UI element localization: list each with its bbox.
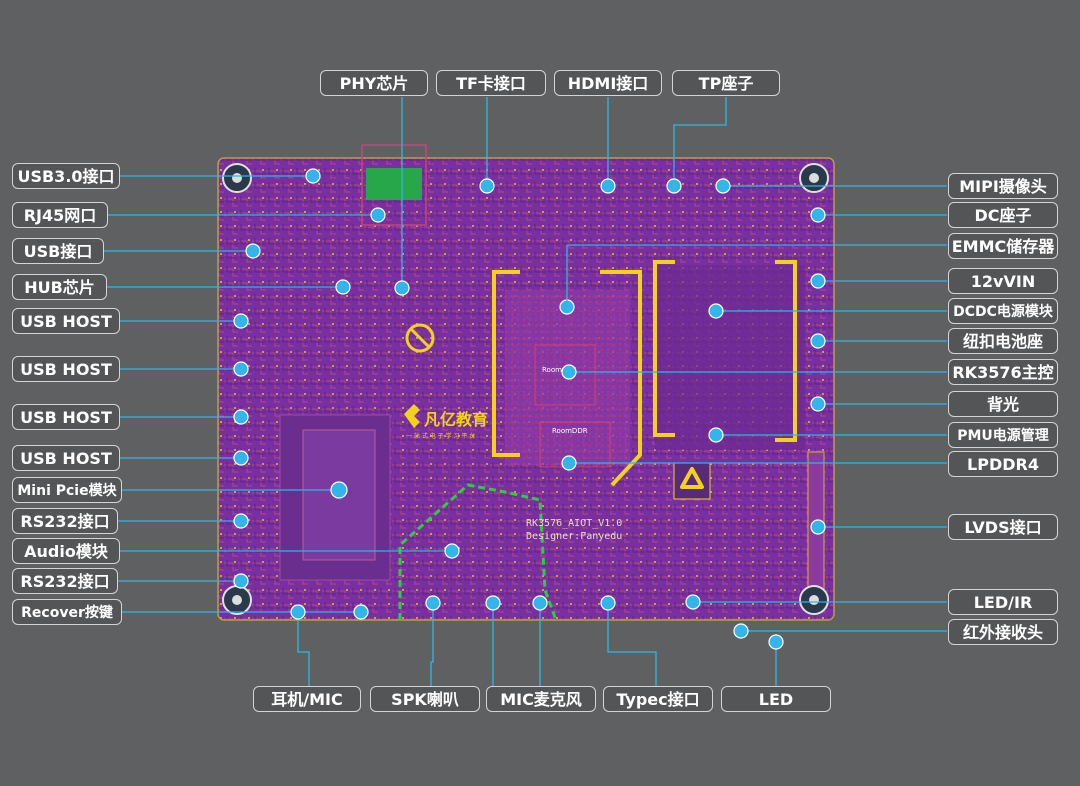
room-cpu-label: RoomCPU	[542, 366, 576, 374]
leader-lines	[103, 97, 947, 686]
label-rk3576: RK3576主控	[948, 359, 1058, 385]
label-audio: Audio模块	[12, 538, 120, 564]
label-usb-port: USB接口	[12, 238, 104, 264]
audio-keepout	[398, 483, 558, 621]
label-ir-receiver: 红外接收头	[948, 619, 1058, 645]
pmu-region	[655, 265, 805, 450]
label-led: LED	[721, 686, 831, 712]
label-rs232-1: RS232接口	[12, 508, 118, 534]
label-rj45: RJ45网口	[12, 202, 108, 228]
callout-markers	[233, 168, 826, 650]
silk-designer: Designer:Fanyedu	[526, 531, 622, 542]
label-coin-battery: 纽扣电池座	[948, 328, 1058, 354]
label-hub-chip: HUB芯片	[12, 274, 107, 300]
label-backlight: 背光	[948, 391, 1058, 417]
label-usb-host-1: USB HOST	[12, 308, 120, 334]
label-earphone-mic: 耳机/MIC	[253, 686, 361, 712]
label-mini-pcie: Mini Pcie模块	[12, 477, 122, 503]
rj45-outline	[361, 144, 427, 226]
logo-icon	[404, 404, 420, 428]
room-ddr-label: RoomDDR	[552, 427, 588, 435]
label-rs232-2: RS232接口	[12, 568, 118, 594]
label-usb-host-4: USB HOST	[12, 445, 120, 471]
label-usb30: USB3.0接口	[12, 163, 120, 189]
label-led-ir: LED/IR	[948, 589, 1058, 615]
room-cpu-box	[534, 344, 596, 406]
label-dc-socket: DC座子	[948, 202, 1058, 228]
no-symbol-icon	[405, 323, 435, 353]
label-typec: Typec接口	[603, 686, 713, 712]
label-mipi-camera: MIPI摄像头	[948, 173, 1058, 199]
silkscreen-outline	[492, 260, 797, 487]
label-dcdc: DCDC电源模块	[948, 298, 1058, 324]
label-lvds: LVDS接口	[948, 514, 1058, 540]
label-tp-socket: TP座子	[672, 70, 780, 96]
label-phy-chip: PHY芯片	[320, 70, 428, 96]
label-emmc: EMMC储存器	[948, 233, 1058, 259]
label-recover-key: Recover按键	[12, 599, 122, 625]
logo-text: 凡亿教育	[424, 410, 488, 429]
rj45-pad	[366, 168, 422, 200]
label-12v-vin: 12vVIN	[948, 268, 1058, 294]
label-mic: MIC麦克风	[486, 686, 596, 712]
recycle-icon	[673, 462, 711, 500]
label-usb-host-3: USB HOST	[12, 404, 120, 430]
label-spk: SPK喇叭	[370, 686, 480, 712]
label-hdmi: HDMI接口	[554, 70, 662, 96]
label-pmu: PMU电源管理	[948, 422, 1058, 448]
label-lpddr4: LPDDR4	[948, 451, 1058, 477]
label-usb-host-2: USB HOST	[12, 356, 120, 382]
logo-subtext: 一 站 式 电 子 学 习 平 台	[406, 432, 475, 440]
label-tf-card: TF卡接口	[436, 70, 546, 96]
no-symbol-slash	[409, 327, 431, 349]
silk-model: RK3576_AIOT_V1.0	[526, 518, 622, 529]
